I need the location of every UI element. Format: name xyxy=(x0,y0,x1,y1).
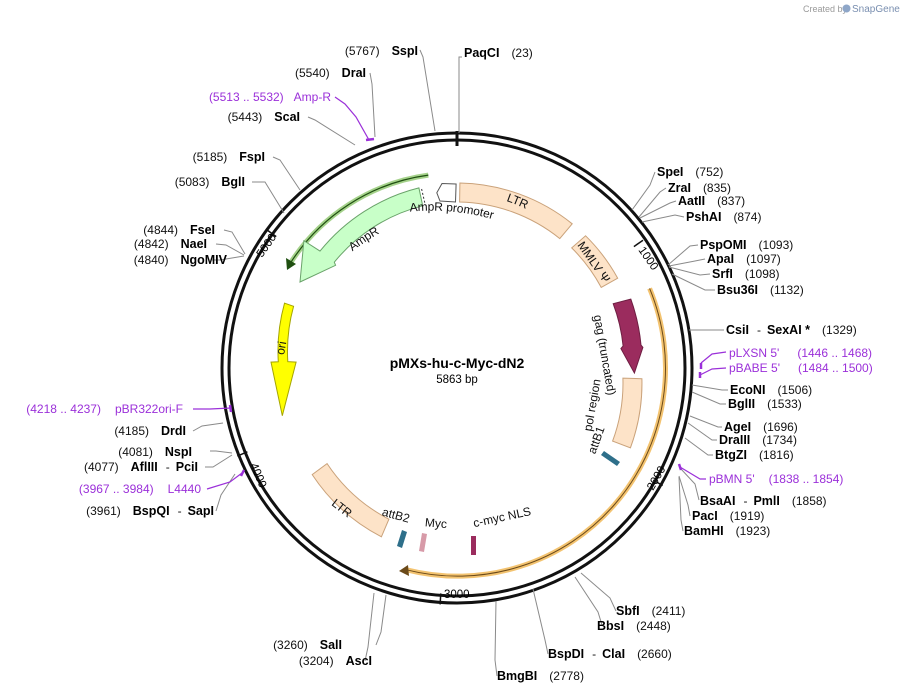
site-aatii: AatII(837) xyxy=(678,194,745,208)
insert-highlight xyxy=(399,287,668,579)
feature-label-myc: Myc xyxy=(424,515,447,531)
site-bmgbi: BmgBI(2778) xyxy=(497,669,584,683)
primer-l4440: (3967 .. 3984)L4440 xyxy=(79,482,201,496)
site-nspi: (4081)NspI xyxy=(118,445,192,459)
snapgene-logo-icon xyxy=(842,4,851,13)
site-naei: (4842)NaeI xyxy=(134,237,207,251)
site-pspomi: PspOMI(1093) xyxy=(700,238,793,252)
feature-label-cmyc-nls: c-myc NLS xyxy=(472,504,532,530)
site-drai: (5540)DraI xyxy=(295,66,366,80)
site-bspdi-clai: BspDI-ClaI(2660) xyxy=(548,647,672,661)
credit-prefix: Created by xyxy=(803,4,848,14)
primer-leaders xyxy=(193,96,727,490)
primer-plxsn: pLXSN 5'(1446 .. 1468) xyxy=(729,346,872,360)
primer-pbmn: pBMN 5'(1838 .. 1854) xyxy=(709,472,843,486)
site-sbfi: SbfI(2411) xyxy=(616,604,685,618)
site-bamhi: BamHI(1923) xyxy=(684,524,770,538)
site-draiii: DraIII(1734) xyxy=(719,433,797,447)
site-bbsi: BbsI(2448) xyxy=(597,619,671,633)
tick-3000: 3000 xyxy=(439,589,470,605)
feature-label-pol: pol region xyxy=(581,378,604,432)
primer-pbr322ori-f: (4218 .. 4237)pBR322ori-F xyxy=(26,402,183,416)
site-asci: (3204)AscI xyxy=(299,654,372,668)
site-fsei: (4844)FseI xyxy=(143,223,215,237)
site-scai: (5443)ScaI xyxy=(228,110,300,124)
site-bglii: BglII(1533) xyxy=(728,397,802,411)
site-ngomiv: (4840)NgoMIV xyxy=(134,253,228,267)
site-btgzi: BtgZI(1816) xyxy=(715,448,794,462)
site-paci: PacI(1919) xyxy=(692,509,764,523)
ampr-cds-junction xyxy=(421,188,426,205)
primer-pbabe: pBABE 5'(1484 .. 1500) xyxy=(729,361,873,375)
credit-brand: SnapGene xyxy=(852,4,900,15)
site-bgli: (5083)BglI xyxy=(175,175,245,189)
site-apai: ApaI(1097) xyxy=(707,252,781,266)
primer-amp-r: (5513 .. 5532)Amp-R xyxy=(209,90,331,104)
feature-label-ori: ori xyxy=(273,340,289,356)
feature-cmyc-nls: c-myc NLS xyxy=(471,504,532,555)
tick-label-3000: 3000 xyxy=(444,589,470,601)
site-zrai: ZraI(835) xyxy=(668,181,731,195)
site-csii-sexai: CsiI-SexAI *(1329) xyxy=(726,323,857,337)
feature-ltr-2: LTR xyxy=(311,462,390,538)
ampr-highlight xyxy=(286,172,429,270)
site-pshai: PshAI(874) xyxy=(686,210,761,224)
site-bspqi-sapi: (3961)BspQI-SapI xyxy=(86,504,214,518)
plasmid-length: 5863 bp xyxy=(436,374,478,386)
site-paqci: PaqCI(23) xyxy=(464,46,533,60)
site-econi: EcoNI(1506) xyxy=(730,383,812,397)
feature-mmlv-psi: MMLV Ψ xyxy=(570,235,619,289)
snapgene-credit: Created by SnapGene xyxy=(803,4,900,15)
site-drdi: (4185)DrdI xyxy=(114,424,186,438)
site-spei: SpeI(752) xyxy=(657,165,723,179)
site-srfi: SrfI(1098) xyxy=(712,267,780,281)
plasmid-title: pMXs-hu-c-Myc-dN2 xyxy=(390,355,525,371)
site-bsu36i: Bsu36I(1132) xyxy=(717,283,804,297)
site-sspi: (5767)SspI xyxy=(345,44,418,58)
site-agei: AgeI(1696) xyxy=(724,420,798,434)
feature-ampr: AmpR xyxy=(299,187,426,283)
tick-label-4000: 4000 xyxy=(247,461,268,489)
backbone xyxy=(220,131,694,605)
site-bsaai-pmli: BsaAI-PmlI(1858) xyxy=(700,494,827,508)
feature-ltr-1: LTR xyxy=(459,182,573,240)
feature-myc: Myc xyxy=(419,515,448,552)
site-fspi: (5185)FspI xyxy=(193,150,265,164)
site-leaders xyxy=(192,49,728,677)
feature-ori: ori xyxy=(270,302,297,416)
site-afliii-pcii: (4077)AflIII-PciI xyxy=(84,460,198,474)
site-sali: (3260)SalI xyxy=(273,638,342,652)
